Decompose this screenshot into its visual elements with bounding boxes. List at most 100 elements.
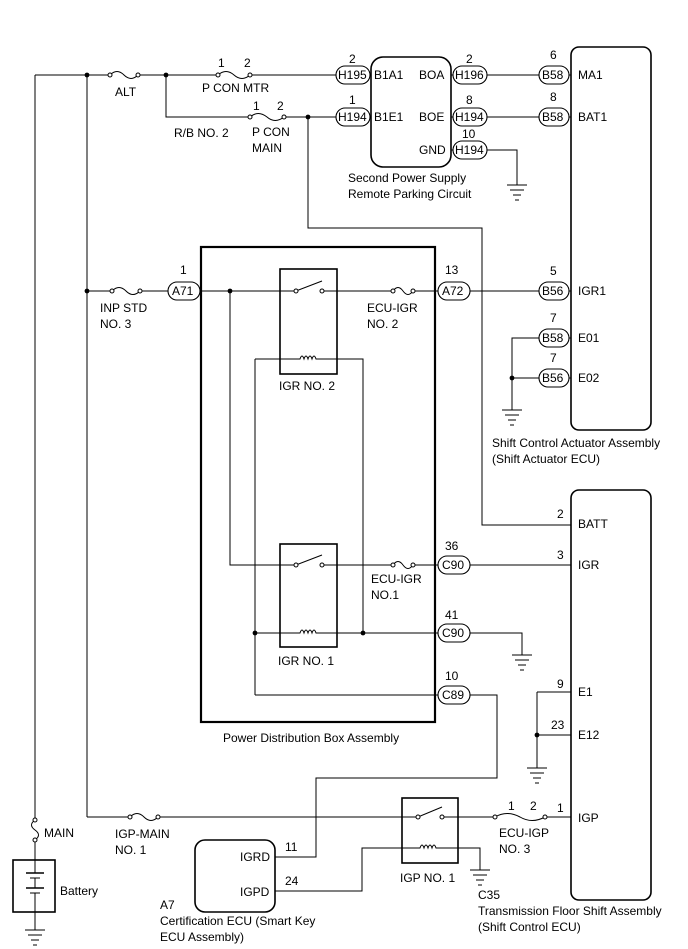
- fuse-ecu-igp-label-2: NO. 3: [499, 842, 531, 856]
- pin-igp: IGP: [578, 811, 599, 825]
- pin-igpd-no: 24: [285, 874, 299, 888]
- fuse-ecu-igr1-label-1: ECU-IGR: [371, 572, 422, 586]
- fuse-igp-main-label-2: NO. 1: [115, 843, 147, 857]
- connector-c90-gnd-label: C90: [442, 626, 464, 640]
- pin-bat1: BAT1: [578, 110, 607, 124]
- connector-h196-label: H196: [455, 68, 484, 82]
- pin-igr: IGR: [578, 558, 600, 572]
- connector-b58-ma1: [538, 65, 570, 85]
- pin-boa: BOA: [419, 68, 444, 82]
- shift-actuator-ecu-box: [570, 46, 652, 431]
- relay-igp-no1-label: IGP NO. 1: [400, 871, 455, 885]
- connector-h194-in-label: H194: [338, 110, 367, 124]
- pin-batt-no: 2: [557, 507, 564, 521]
- battery-label: Battery: [60, 884, 98, 898]
- connector-b58-e01-pin: 7: [550, 311, 557, 325]
- ground-icon: [502, 409, 522, 426]
- pin-e02: E02: [578, 371, 600, 385]
- connector-h194-boe-pin: 8: [466, 93, 473, 107]
- ground-icon: [25, 929, 45, 946]
- fuse-ecu-igp-pin1: 1: [508, 799, 515, 813]
- pin-gnd: GND: [419, 143, 446, 157]
- cert-ecu-label-1: Certification ECU (Smart Key: [160, 914, 315, 928]
- connector-a72: [437, 281, 471, 301]
- fuse-inp-std-label-2: NO. 3: [100, 317, 132, 331]
- connector-c90-igr-pin: 36: [445, 539, 459, 553]
- relay-igr-no1: [279, 543, 338, 648]
- connector-h194-boe-label: H194: [455, 110, 484, 124]
- relay-igr-no2-label: IGR NO. 2: [279, 379, 335, 393]
- connector-b58-bat1-label: B58: [542, 110, 564, 124]
- connector-h196: [452, 65, 488, 85]
- shift-actuator-label-1: Shift Control Actuator Assembly: [492, 436, 660, 450]
- pin-ma1: MA1: [578, 68, 603, 82]
- relay-igp-no1: [401, 797, 459, 864]
- connector-c90-gnd-pin: 41: [445, 608, 459, 622]
- pin-e12: E12: [578, 728, 600, 742]
- shift-control-ecu-box: [570, 489, 652, 901]
- connector-h194-gnd: [452, 140, 488, 160]
- connector-b56-e02: [538, 368, 570, 388]
- fuse-symbols: [31, 71, 548, 843]
- fuse-igp-main-label-1: IGP-MAIN: [115, 827, 170, 841]
- connector-h194-gnd-label: H194: [455, 143, 484, 157]
- connector-b58-ma1-pin: 6: [550, 48, 557, 62]
- connector-b56-e02-pin: 7: [550, 351, 557, 365]
- certification-ecu-box: [194, 839, 276, 913]
- pin-e01: E01: [578, 331, 600, 345]
- power-distribution-box: [199, 245, 437, 724]
- fuse-p-con-main-label-2: MAIN: [252, 141, 282, 155]
- connector-h194-gnd-pin: 10: [462, 127, 476, 141]
- connector-h195-pin: 2: [349, 52, 356, 66]
- connector-b56-e02-label: B56: [542, 371, 564, 385]
- pin-igp-no: 1: [557, 801, 564, 815]
- cert-ecu-label-2: ECU Assembly): [160, 930, 244, 944]
- floor-shift-label-2: (Shift Control ECU): [478, 920, 581, 934]
- connector-h196-pin: 2: [466, 52, 473, 66]
- pin-boe: BOE: [419, 110, 444, 124]
- fuse-ecu-igr2-label-2: NO. 2: [367, 317, 399, 331]
- ground-icon: [512, 654, 532, 671]
- connector-b56-igr1: [538, 281, 570, 301]
- ground-icons: [25, 184, 547, 946]
- pin-igrd: IGRD: [240, 850, 270, 864]
- floor-shift-connector: C35: [478, 888, 500, 902]
- pin-igrd-no: 11: [285, 840, 298, 854]
- fuse-ecu-igr1-label-2: NO.1: [371, 588, 399, 602]
- pdb-label: Power Distribution Box Assembly: [223, 731, 399, 745]
- ground-icon: [507, 184, 527, 201]
- connectors: [167, 65, 570, 705]
- connector-h194-boe: [452, 107, 488, 127]
- connector-h194-in: [335, 107, 371, 127]
- connector-a72-label: A72: [442, 284, 464, 298]
- pin-e1-no: 9: [557, 677, 564, 691]
- junctions: [84, 72, 540, 738]
- pin-e1: E1: [578, 685, 593, 699]
- connector-a71: [167, 281, 201, 301]
- fuse-ecu-igr2-label-1: ECU-IGR: [367, 301, 418, 315]
- connector-b56-igr1-pin: 5: [550, 264, 557, 278]
- shift-actuator-label-2: (Shift Actuator ECU): [492, 452, 600, 466]
- connector-c90-igr-label: C90: [442, 558, 464, 572]
- fuse-p-con-mtr-pin1: 1: [218, 56, 225, 70]
- connector-b58-ma1-label: B58: [542, 68, 564, 82]
- fuse-main-label: MAIN: [44, 826, 74, 840]
- fuse-ecu-igp-pin2: 2: [530, 799, 537, 813]
- pin-b1e1: B1E1: [374, 110, 404, 124]
- fuse-ecu-igp-label-1: ECU-IGP: [499, 826, 549, 840]
- fuse-rb-no2-label: R/B NO. 2: [174, 126, 229, 140]
- connector-b58-e01-label: B58: [542, 331, 564, 345]
- fuse-p-con-mtr-pin2: 2: [244, 56, 251, 70]
- connector-b56-igr1-label: B56: [542, 284, 564, 298]
- fuse-p-con-main-pin1: 1: [253, 99, 260, 113]
- wires: [34, 74, 571, 930]
- battery-icon: [12, 859, 56, 913]
- connector-h195-label: H195: [338, 68, 367, 82]
- fuse-p-con-mtr-label: P CON MTR: [202, 81, 269, 95]
- connector-a71-label: A71: [172, 284, 194, 298]
- connector-b58-e01: [538, 328, 570, 348]
- connector-a72-pin: 13: [445, 263, 459, 277]
- connector-c89-label: C89: [442, 688, 464, 702]
- connector-h195: [335, 65, 371, 85]
